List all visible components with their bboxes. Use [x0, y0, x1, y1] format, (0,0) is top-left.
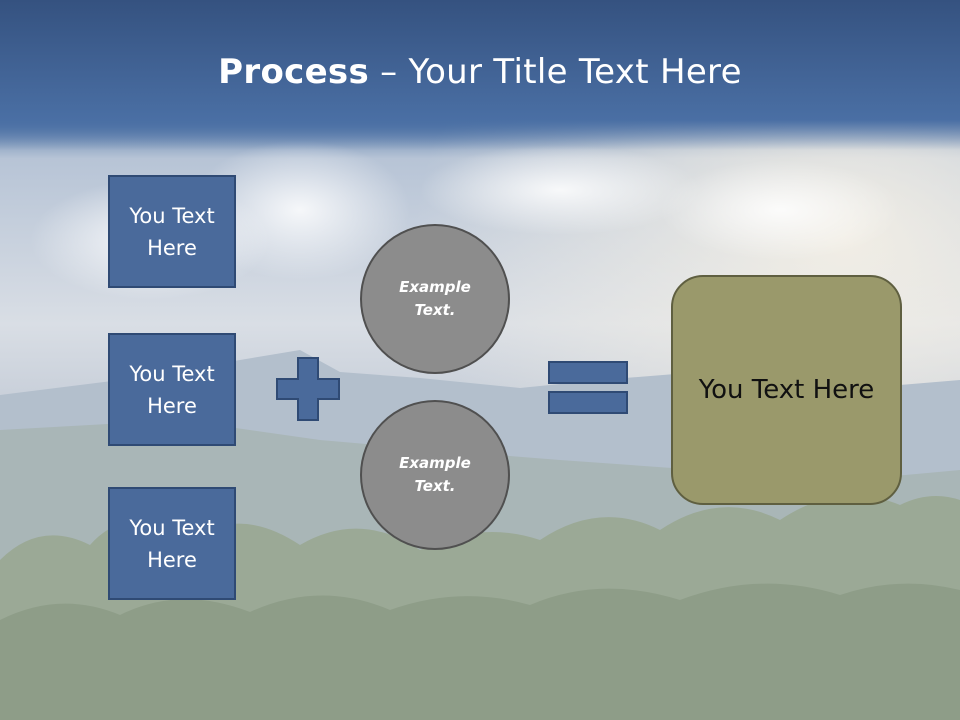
- equals-icon: [548, 361, 628, 414]
- title-bold: Process: [218, 52, 370, 92]
- slide-title: Process – Your Title Text Here: [0, 52, 960, 92]
- example-circle-1[interactable]: Example Text.: [360, 224, 510, 374]
- title-rest: – Your Title Text Here: [369, 52, 742, 92]
- input-box-3[interactable]: You Text Here: [108, 487, 236, 600]
- input-box-label: You Text Here: [129, 361, 215, 418]
- plus-icon: [276, 357, 340, 421]
- input-box-2[interactable]: You Text Here: [108, 333, 236, 446]
- title-band: [0, 0, 960, 150]
- example-circle-2[interactable]: Example Text.: [360, 400, 510, 550]
- input-box-label: You Text Here: [129, 515, 215, 572]
- circle-label: Example Text.: [399, 278, 471, 319]
- input-box-1[interactable]: You Text Here: [108, 175, 236, 288]
- result-label: You Text Here: [698, 375, 875, 405]
- circle-label: Example Text.: [399, 454, 471, 495]
- input-box-label: You Text Here: [129, 203, 215, 260]
- result-box[interactable]: You Text Here: [671, 275, 902, 505]
